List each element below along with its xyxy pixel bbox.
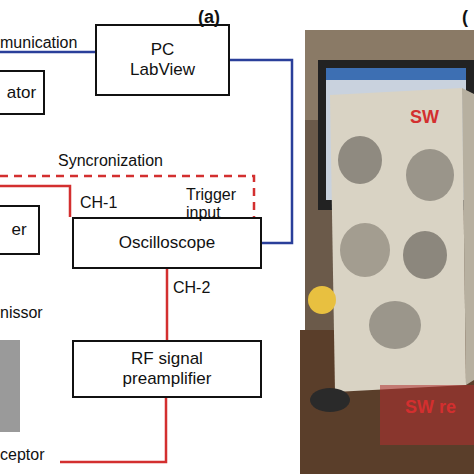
receptor-transducer [0,340,20,432]
box-label: RF signal preamplifier [97,349,237,389]
box-label: er [11,220,26,240]
signal-wire [230,60,292,243]
screen-bar [326,68,466,80]
block-side [462,88,474,385]
text-label: CH-1 [80,194,117,212]
text-label: ceptor [0,446,44,464]
mouse [310,388,350,412]
photo [305,30,474,474]
sensor-spot [369,301,421,349]
text-label: (a) [198,8,220,26]
process-box: PC LabView [95,24,230,96]
channel-label: CH-2 [173,279,210,297]
cloth [380,385,474,445]
text-label: Syncronization [58,152,163,170]
text-label: SW [410,108,439,126]
text-label: munication [0,34,77,52]
text-label: ( [462,8,468,26]
process-box: ator [0,70,45,115]
sensor-spot [338,136,382,184]
process-box: er [0,205,40,255]
receptor-wire [60,398,166,462]
text-label: SW re [405,398,456,416]
sensor-spot [403,231,447,279]
process-box: Oscilloscope [72,217,262,269]
communication-wire [0,51,95,54]
concrete-block [330,88,466,392]
process-box: RF signal preamplifier [72,340,262,398]
tape-roll [308,286,336,314]
sensor-spot [406,149,454,201]
box-label: PC LabView [118,40,208,80]
box-label: ator [7,83,36,103]
sensor-spot [340,223,390,277]
box-label: Oscilloscope [119,233,215,253]
signal-wire [166,269,169,340]
text-label: Trigger input [186,186,256,222]
text-label: nissor [0,304,43,322]
